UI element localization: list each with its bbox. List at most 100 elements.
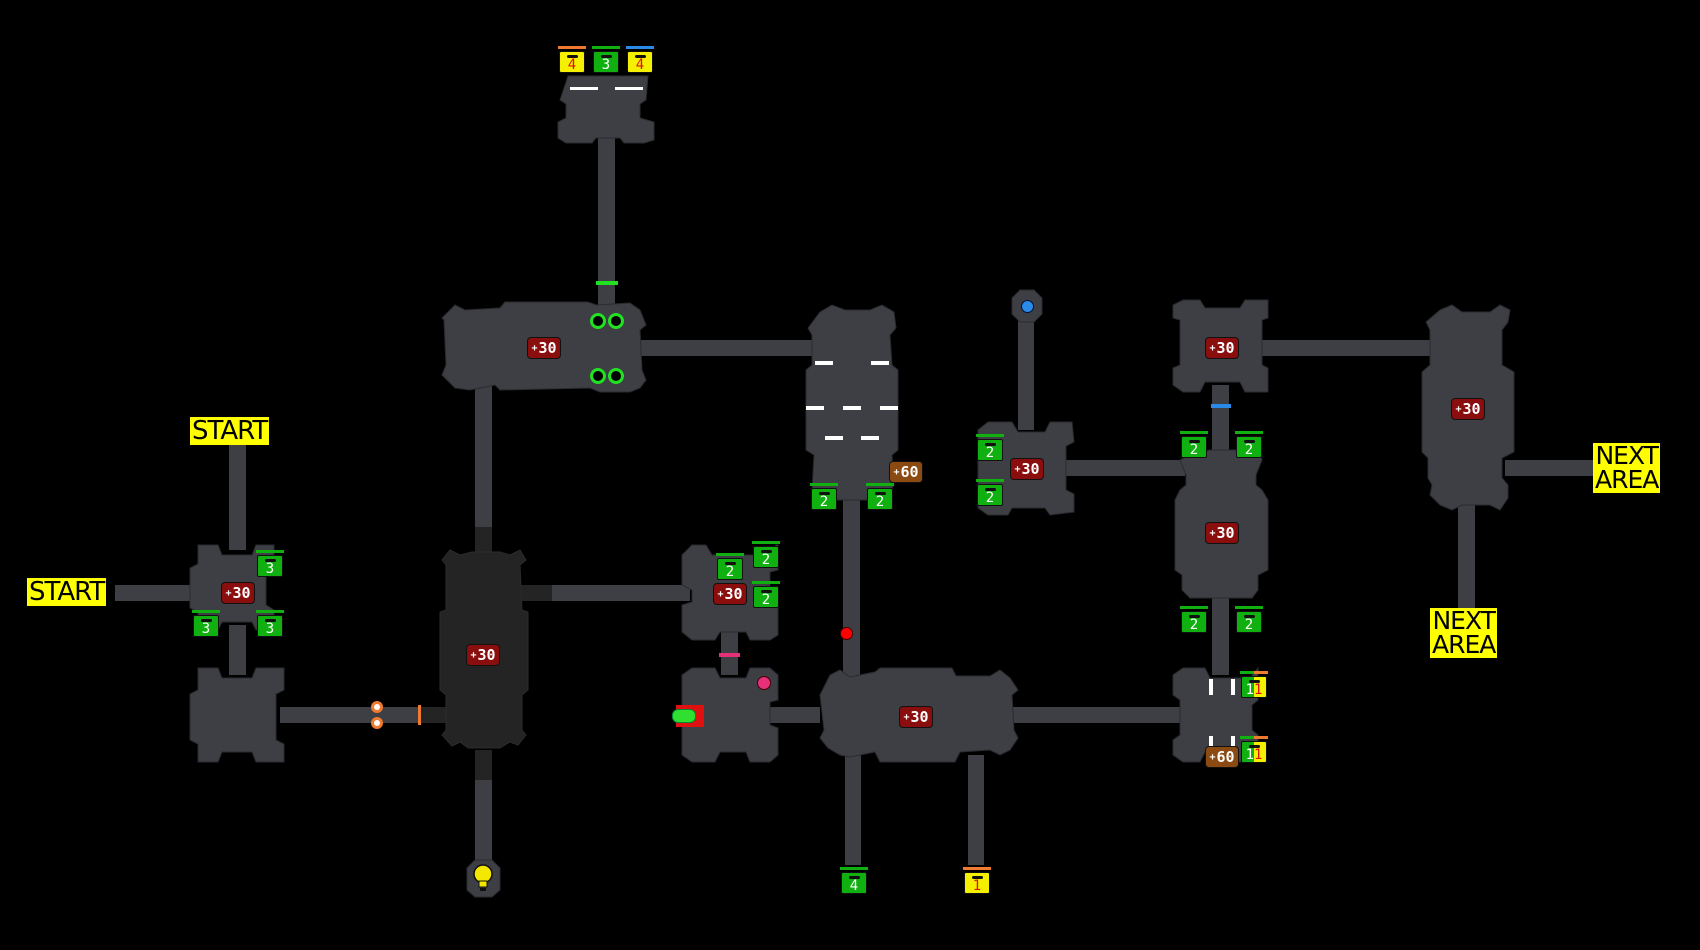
chest[interactable]: 1 [963,867,991,895]
corridor-upper-to-tall [640,340,820,356]
green-ring-switch[interactable] [590,368,606,384]
chest[interactable]: 4 [840,867,868,895]
room-below-start [189,667,285,763]
corridor-dark-right [550,585,690,601]
green-ring-switch[interactable] [590,313,606,329]
corridor-far-down [1458,505,1475,610]
corridor-tall-down [843,500,860,680]
corridor-blue-up [1018,300,1034,430]
chest-body: 2 [811,488,837,510]
green-ring-switch[interactable] [608,368,624,384]
orb-reward: +30 [221,582,255,604]
green-ring-switch[interactable] [608,313,624,329]
chest-body: 2 [1181,436,1207,458]
start-label-left[interactable]: START [27,577,107,607]
gate-bar [806,406,824,410]
blue-switch[interactable] [1021,300,1034,313]
orb-reward: +60 [889,461,923,483]
chest[interactable]: 2 [752,541,780,569]
orange-ring-switch[interactable] [371,701,383,713]
chest[interactable]: 2 [1180,431,1208,459]
blue-barrier [1211,404,1231,408]
orb-reward: +30 [527,337,561,359]
chest[interactable]: 2 [1235,606,1263,634]
chest[interactable]: 2 [976,479,1004,507]
orb-reward: +30 [1205,522,1239,544]
corridor-far-to-next [1505,460,1595,476]
orb-reward: +30 [1451,398,1485,420]
chest[interactable]: 2 [976,434,1004,462]
gate-bar [815,361,833,365]
chest-body: 2 [717,558,743,580]
chest-body: 2 [977,484,1003,506]
gate-bar-vertical [1209,679,1213,695]
chest-body: 2 [1181,611,1207,633]
gate-bar [825,436,843,440]
chest-lock-bar [626,46,654,49]
chest-body: 4 [841,872,867,894]
chest[interactable]: 4 [626,46,654,74]
orb-reward: +30 [466,644,500,666]
save-pad [672,709,696,723]
next-area-line1: NEXT [1595,441,1658,470]
chest-body: 3 [257,555,283,577]
corridor-to-dark [280,707,445,723]
save-point-icon[interactable] [672,705,704,727]
lightbulb-icon[interactable] [471,864,495,894]
corridor-start-left [115,585,205,601]
corridor-dark-up-inner [475,527,492,557]
next-area-label-bottom[interactable]: NEXT AREA [1430,608,1498,658]
pink-barrier [719,653,740,657]
corridors [115,130,1595,875]
gate-bar [861,436,879,440]
room-tall [805,304,899,501]
corridor-f-to-big [770,707,820,723]
next-area-line2: AREA [1595,464,1659,494]
corridor-dark-up [475,385,492,530]
chest[interactable]: 3 [592,46,620,74]
orb-reward: +60 [1205,746,1239,768]
red-switch[interactable] [840,627,853,640]
corridor-blue-to-right [1065,460,1185,476]
chest[interactable]: 4 [558,46,586,74]
corridor-big-to-gate [1010,707,1185,723]
chest-body: 4 [559,51,585,73]
chest-body: 2 [753,546,779,568]
orb-reward: +30 [1010,458,1044,480]
chest-body: 4 [627,51,653,73]
chest[interactable]: 2 [752,581,780,609]
corridor-top-right-to-far [1255,340,1430,356]
start-label-top[interactable]: START [190,416,270,446]
chest[interactable]: 2 [810,483,838,511]
pink-switch[interactable] [757,676,771,690]
chest[interactable]: 2 [1235,431,1263,459]
chest[interactable]: 3 [256,550,284,578]
next-area-label-right[interactable]: NEXT AREA [1593,441,1661,494]
chest[interactable]: 3 [256,610,284,638]
chest-lock-bar [558,46,586,49]
orb-reward: +30 [1205,337,1239,359]
corridor-right-to-gate [1212,585,1229,675]
corridor-top [598,130,615,310]
chest-body: 2 [1236,611,1262,633]
chest-body: 2 [977,439,1003,461]
chest[interactable]: 2 [1180,606,1208,634]
orange-barrier [418,705,421,725]
chest[interactable]: 2 [716,553,744,581]
chest-body: 2 [1236,436,1262,458]
room-save [681,667,779,763]
chest[interactable]: 3 [192,610,220,638]
corridor-start-down [229,625,246,675]
corridor-dark-down [475,780,492,875]
orange-ring-switch[interactable] [371,717,383,729]
gate-bar-vertical [1231,679,1235,695]
room-top-chests [557,75,655,144]
chest[interactable]: 2 [866,483,894,511]
corridor-big-down-left [845,755,861,865]
orb-reward: +30 [899,706,933,728]
